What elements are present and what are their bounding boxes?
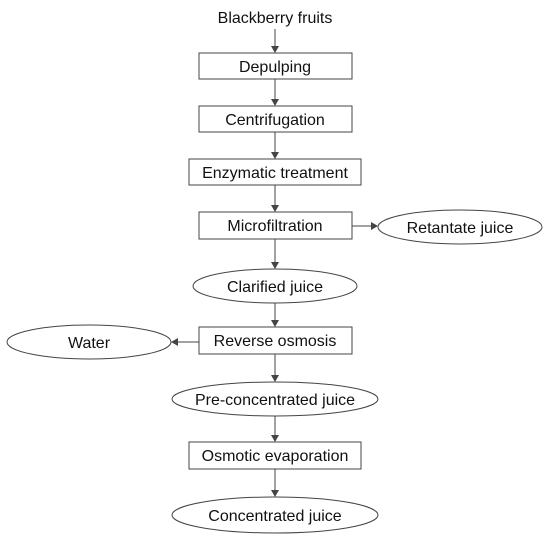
arrow-source-to-depulping (271, 29, 279, 53)
step-depulping-label: Depulping (239, 59, 311, 76)
arrow-microfiltration-to-clarified (271, 239, 279, 269)
product-pre-concentrated-label: Pre-concentrated juice (195, 392, 355, 409)
arrow-reverse-osmosis-to-water (171, 338, 199, 346)
arrow-reverse-osmosis-to-pre-concentrated (271, 354, 279, 382)
product-retentate-label: Retantate juice (407, 220, 514, 237)
arrow-enzymatic-to-microfiltration (271, 185, 279, 212)
product-water-label: Water (68, 335, 111, 352)
arrow-microfiltration-to-retentate (352, 222, 378, 230)
step-reverse-osmosis: Reverse osmosis (198, 326, 353, 355)
product-concentrated-juice: Concentrated juice (171, 496, 379, 534)
product-retentate-juice: Retantate juice (377, 209, 543, 245)
arrow-osmotic-to-concentrated (271, 469, 279, 497)
step-osmotic-evaporation: Osmotic evaporation (188, 441, 362, 470)
product-clarified-label: Clarified juice (227, 279, 323, 296)
product-water: Water (6, 324, 172, 360)
step-enzymatic-label: Enzymatic treatment (202, 165, 348, 182)
arrow-clarified-to-reverse-osmosis (271, 303, 279, 327)
step-centrifugation-label: Centrifugation (225, 112, 325, 129)
arrow-pre-concentrated-to-osmotic (271, 416, 279, 442)
arrow-centrifugation-to-enzymatic (271, 132, 279, 159)
step-depulping: Depulping (198, 52, 353, 80)
product-clarified-juice: Clarified juice (192, 268, 358, 304)
step-microfiltration-label: Microfiltration (227, 218, 322, 235)
step-osmotic-evaporation-label: Osmotic evaporation (202, 448, 349, 465)
product-pre-concentrated-juice: Pre-concentrated juice (171, 381, 379, 417)
step-enzymatic-treatment: Enzymatic treatment (188, 158, 362, 186)
step-reverse-osmosis-label: Reverse osmosis (214, 333, 337, 350)
step-microfiltration: Microfiltration (198, 211, 353, 240)
step-centrifugation: Centrifugation (198, 105, 353, 133)
arrow-depulping-to-centrifugation (271, 79, 279, 106)
product-concentrated-label: Concentrated juice (208, 508, 342, 525)
source-label: Blackberry fruits (218, 10, 333, 27)
